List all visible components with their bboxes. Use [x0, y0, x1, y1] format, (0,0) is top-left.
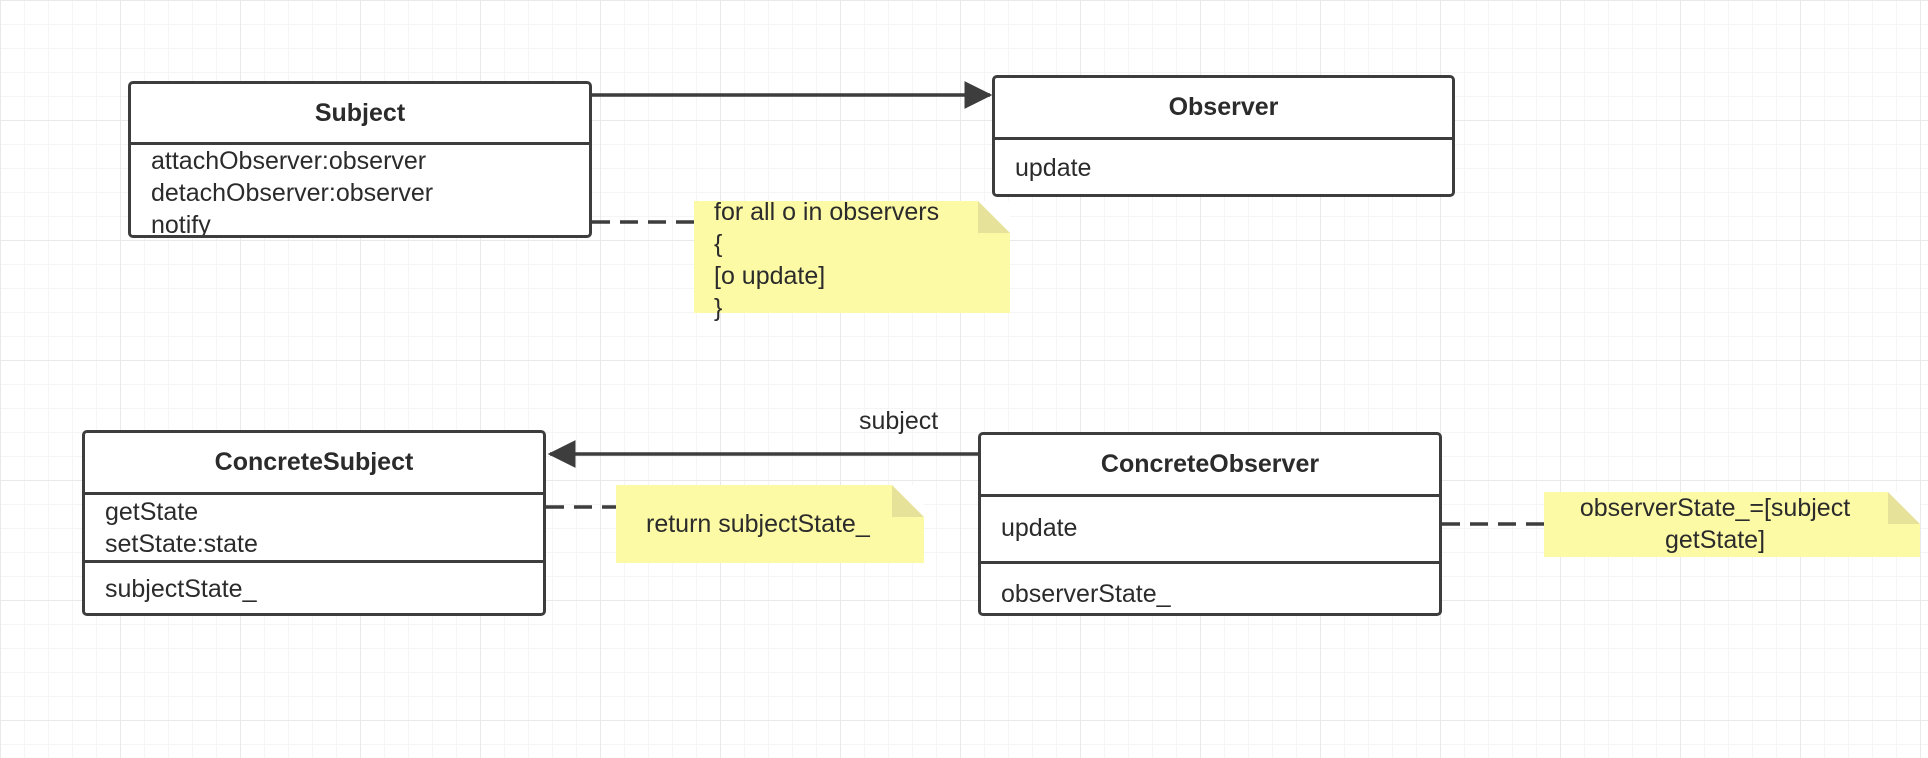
operation-set-state: setState:state — [105, 530, 258, 558]
note-update-line: observerState_=[subject — [1579, 494, 1851, 522]
association-label-subject: subject — [859, 407, 939, 435]
operation-update: update — [1015, 154, 1092, 182]
observer-operations: update — [995, 140, 1452, 184]
concrete-subject-attributes: subjectState_ — [85, 560, 543, 605]
note-notify-line: { — [714, 230, 723, 258]
operation-attach-observer: attachObserver:observer — [151, 147, 427, 175]
note-fold-icon — [978, 201, 1010, 233]
note-notify-line: [o update] — [714, 262, 826, 290]
class-name-subject: Subject — [131, 84, 589, 145]
concrete-observer-attributes: observerState_ — [981, 561, 1439, 610]
note-update[interactable]: observerState_=[subject getState] — [1544, 492, 1920, 557]
class-concrete-observer[interactable]: ConcreteObserver update observerState_ — [978, 432, 1442, 616]
attribute-observer-state: observerState_ — [1001, 580, 1171, 608]
subject-operations: attachObserver:observer detachObserver:o… — [131, 145, 589, 238]
class-name-concrete-subject: ConcreteSubject — [85, 433, 543, 495]
note-fold-icon — [892, 485, 924, 517]
attribute-subject-state: subjectState_ — [105, 575, 257, 603]
note-update-line: getState] — [1664, 526, 1766, 554]
class-name-observer: Observer — [995, 78, 1452, 140]
note-notify-line: } — [714, 294, 723, 322]
concrete-subject-operations: getState setState:state — [85, 495, 543, 560]
class-observer[interactable]: Observer update — [992, 75, 1455, 197]
note-notify[interactable]: for all o in observers { [o update] } — [694, 198, 1010, 322]
note-fold-icon — [1888, 492, 1920, 524]
concrete-observer-operations: update — [981, 497, 1439, 561]
note-get-state-line: return subjectState_ — [646, 510, 870, 538]
operation-notify: notify — [151, 211, 211, 238]
class-subject[interactable]: Subject attachObserver:observer detachOb… — [128, 81, 592, 238]
class-name-concrete-observer: ConcreteObserver — [981, 435, 1439, 497]
note-notify-line: for all o in observers — [714, 198, 940, 226]
operation-detach-observer: detachObserver:observer — [151, 179, 434, 207]
operation-update: update — [1001, 514, 1078, 542]
class-concrete-subject[interactable]: ConcreteSubject getState setState:state … — [82, 430, 546, 616]
note-get-state[interactable]: return subjectState_ — [616, 485, 924, 563]
operation-get-state: getState — [105, 498, 199, 526]
